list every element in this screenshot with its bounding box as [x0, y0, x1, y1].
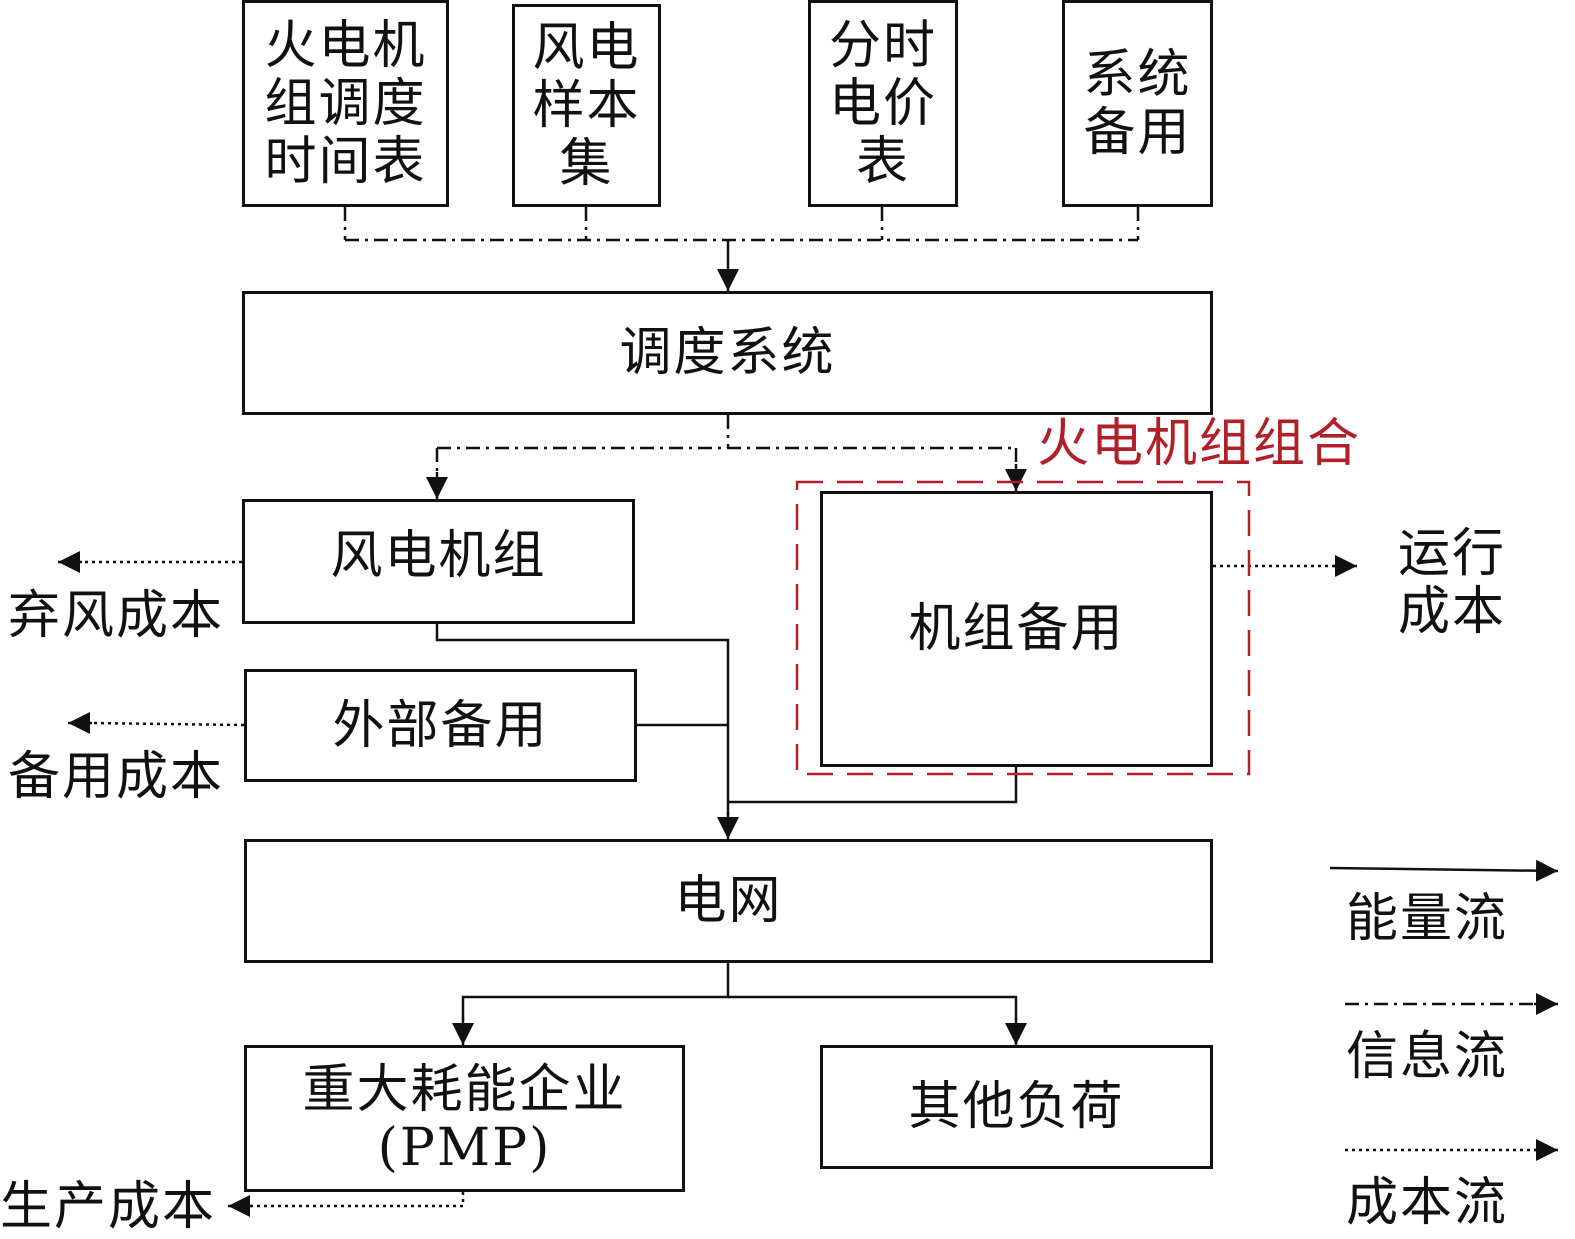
pmp-box: 重大耗能企业 (PMP) [244, 1045, 685, 1192]
external-reserve-box: 外部备用 [244, 669, 637, 782]
thermal-unit-group-label: 火电机组组合 [1037, 414, 1362, 474]
system-reserve-label: 系统 备用 [1083, 44, 1192, 163]
other-load-label: 其他负荷 [908, 1077, 1125, 1137]
cost-flow-lines [82, 560, 1335, 1208]
unit-reserve-box: 机组备用 [820, 491, 1213, 767]
unit-reserve-label: 机组备用 [908, 599, 1125, 659]
info-flow-dispatch [435, 415, 1018, 474]
wind-samples-label: 风电 样本 集 [532, 17, 641, 194]
wind-curtail-cost-label: 弃风成本 [8, 586, 225, 646]
wind-samples-box: 风电 样本 集 [512, 4, 661, 207]
legend-energy-label: 能量流 [1346, 889, 1509, 949]
reserve-cost-label: 备用成本 [8, 747, 225, 807]
wind-units-box: 风电机组 [242, 499, 635, 624]
grid-label: 电网 [674, 871, 783, 931]
thermal-schedule-label: 火电机 组调度 时间表 [264, 15, 427, 192]
pmp-label: 重大耗能企业 (PMP) [302, 1059, 627, 1178]
legend-energy-line [1329, 859, 1559, 882]
thermal-unit-group-boundary [795, 480, 1251, 776]
thermal-schedule-box: 火电机 组调度 时间表 [242, 0, 449, 207]
tou-price-box: 分时 电价 表 [808, 0, 958, 207]
grid-box: 电网 [244, 839, 1213, 963]
operation-cost-label: 运行 成本 [1398, 524, 1507, 642]
other-load-box: 其他负荷 [820, 1045, 1213, 1169]
external-reserve-label: 外部备用 [332, 695, 549, 756]
wind-units-label: 风电机组 [330, 525, 547, 586]
legend-cost-label: 成本流 [1346, 1173, 1509, 1233]
system-reserve-box: 系统 备用 [1062, 0, 1213, 207]
info-flow-inputs [343, 207, 1140, 242]
legend-info-label: 信息流 [1346, 1027, 1509, 1087]
tou-price-label: 分时 电价 表 [828, 15, 937, 192]
dispatch-system-box: 调度系统 [242, 291, 1213, 415]
production-cost-label: 生产成本 [0, 1177, 217, 1237]
dispatch-system-label: 调度系统 [619, 323, 836, 383]
energy-flow-lines [435, 624, 1018, 1020]
